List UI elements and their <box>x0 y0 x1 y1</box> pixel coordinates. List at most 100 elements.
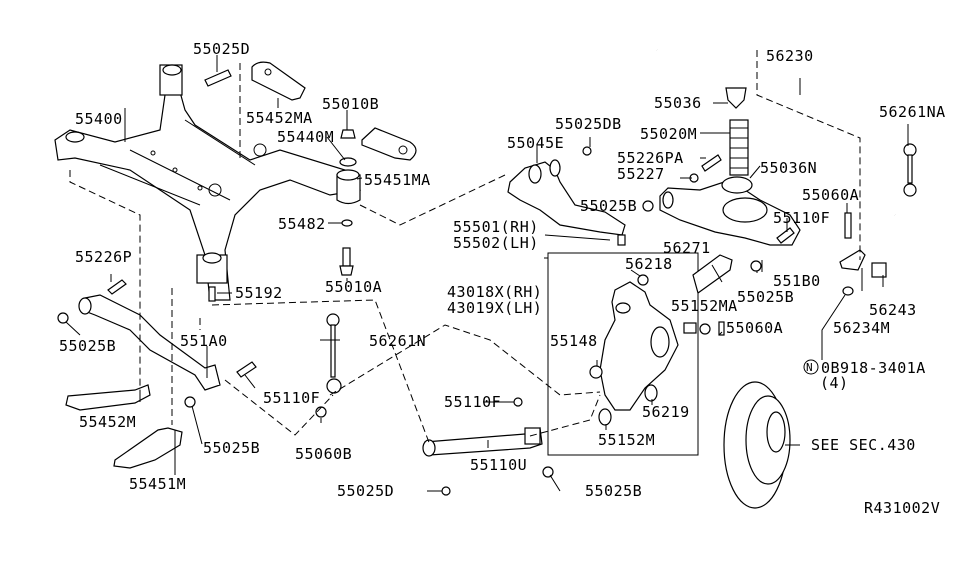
nut-55025b-mid[interactable] <box>642 200 654 212</box>
upper-link-55501[interactable] <box>507 159 626 246</box>
label-56230[interactable]: 56230 <box>766 47 814 65</box>
label-55010a[interactable]: 55010A <box>325 278 383 296</box>
label-55036[interactable]: 55036 <box>654 94 702 112</box>
bracket-55452m[interactable] <box>65 384 151 411</box>
lateral-link-551a0[interactable] <box>78 294 221 391</box>
nut-55010b[interactable] <box>340 129 356 139</box>
label-55110f-right[interactable]: 55110F <box>773 209 831 227</box>
label-see-sec-430[interactable]: SEE SEC.430 <box>811 436 916 454</box>
label-55025d-top[interactable]: 55025D <box>193 40 251 58</box>
nut-55025b-bottom[interactable] <box>542 466 554 478</box>
pin-55192[interactable] <box>208 286 216 302</box>
label-55110u[interactable]: 55110U <box>470 456 528 474</box>
label-55060a-top[interactable]: 55060A <box>802 186 860 204</box>
bolt-55110f-left[interactable] <box>236 361 257 378</box>
label-56243[interactable]: 56243 <box>869 301 917 319</box>
n-symbol <box>803 359 819 375</box>
nut-08918-3401a[interactable] <box>842 286 854 296</box>
label-55148[interactable]: 55148 <box>550 332 598 350</box>
label-551b0[interactable]: 551B0 <box>773 272 821 290</box>
bolt-55110f-mid[interactable] <box>513 397 523 407</box>
label-55192[interactable]: 55192 <box>235 284 283 302</box>
label-55025b-lowleft[interactable]: 55025B <box>203 439 261 457</box>
label-56234m[interactable]: 56234M <box>833 319 891 337</box>
label-56261na[interactable]: 56261NA <box>879 103 946 121</box>
crossmember-bushing[interactable] <box>336 169 361 205</box>
bolt-55060a-low[interactable] <box>718 321 725 336</box>
bump-stopper-55036[interactable] <box>725 87 747 109</box>
label-55440m[interactable]: 55440M <box>277 128 335 146</box>
label-56261n[interactable]: 56261N <box>369 332 427 350</box>
label-56271[interactable]: 56271 <box>663 239 711 257</box>
bracket-55451m[interactable] <box>113 427 183 469</box>
washer-55440m[interactable] <box>339 157 357 167</box>
label-55452m[interactable]: 55452M <box>79 413 137 431</box>
label-55036n[interactable]: 55036N <box>760 159 818 177</box>
spring-seat-55036n[interactable] <box>721 176 753 194</box>
label-55025d-bottom[interactable]: 55025D <box>337 482 395 500</box>
label-55502-lh[interactable]: 55502(LH) <box>453 234 539 252</box>
bolt-55060a-top[interactable] <box>844 212 852 239</box>
label-55110f-left[interactable]: 55110F <box>263 389 321 407</box>
nut-55025b-lowleft[interactable] <box>184 396 196 408</box>
bolt-55025d-bottom[interactable] <box>441 486 451 496</box>
bushing-56243[interactable] <box>871 262 887 278</box>
bushing-56219[interactable] <box>644 384 658 402</box>
label-55451m[interactable]: 55451M <box>129 475 187 493</box>
label-55226p[interactable]: 55226P <box>75 248 133 266</box>
label-55025b-left[interactable]: 55025B <box>59 337 117 355</box>
label-56218[interactable]: 56218 <box>625 255 673 273</box>
label-55501-rh[interactable]: 55501(RH) <box>453 218 539 236</box>
label-56219[interactable]: 56219 <box>642 403 690 421</box>
label-55025b-mid[interactable]: 55025B <box>580 197 638 215</box>
label-55400[interactable]: 55400 <box>75 110 123 128</box>
stabilizer-link-56261na[interactable] <box>903 143 917 197</box>
bolt-55025d-top[interactable] <box>204 69 232 87</box>
bushing-56218[interactable] <box>637 274 649 286</box>
label-55152ma[interactable]: 55152MA <box>671 297 738 315</box>
clamp-56234m[interactable] <box>839 249 866 271</box>
leader-lines <box>65 55 909 492</box>
label-55452ma[interactable]: 55452MA <box>246 109 313 127</box>
label-55025db[interactable]: 55025DB <box>555 115 622 133</box>
bushing-55152ma[interactable] <box>683 322 711 335</box>
stabilizer-bar-56230[interactable] <box>656 49 896 216</box>
label-55060a-low[interactable]: 55060A <box>726 319 784 337</box>
label-55482[interactable]: 55482 <box>278 215 326 233</box>
label-43018x-rh[interactable]: 43018X(RH) <box>447 283 543 301</box>
label-55025b-bottom[interactable]: 55025B <box>585 482 643 500</box>
knuckle-43018x[interactable] <box>599 281 679 411</box>
plate-55452ma[interactable] <box>251 61 306 101</box>
nut-55025b-right[interactable] <box>750 260 762 272</box>
label-55227[interactable]: 55227 <box>617 165 665 183</box>
brake-disc[interactable] <box>723 381 791 509</box>
label-55010b[interactable]: 55010B <box>322 95 380 113</box>
rear-crossmember[interactable] <box>54 64 362 301</box>
bracket-56271[interactable] <box>692 254 733 294</box>
label-55451ma[interactable]: 55451MA <box>364 171 431 189</box>
lower-link-55110u[interactable] <box>422 427 543 457</box>
label-55152m[interactable]: 55152M <box>598 431 656 449</box>
plate-55451ma[interactable] <box>361 127 417 161</box>
bolt-55010a[interactable] <box>339 247 354 276</box>
nut-55025db[interactable] <box>582 146 592 156</box>
label-55060b[interactable]: 55060B <box>295 445 353 463</box>
bushing-55148[interactable] <box>589 365 603 379</box>
label-55020m[interactable]: 55020M <box>640 125 698 143</box>
coil-spring-55020m[interactable] <box>729 119 749 176</box>
lower-arm-551b0[interactable] <box>659 179 801 246</box>
stabilizer-link-56261n[interactable] <box>326 313 342 394</box>
label-55110f-mid[interactable]: 55110F <box>444 393 502 411</box>
label-55226pa[interactable]: 55226PA <box>617 149 684 167</box>
bolt-55110f-right[interactable] <box>776 227 795 244</box>
bolt-55226p[interactable] <box>107 279 127 295</box>
label-08918-3401a[interactable]: 0B918-3401A <box>821 359 926 377</box>
label-55025b-right[interactable]: 55025B <box>737 288 795 306</box>
nut-55025b-left[interactable] <box>57 312 69 324</box>
label-55045e[interactable]: 55045E <box>507 134 565 152</box>
bolt-55226pa[interactable] <box>701 154 722 172</box>
washer-55482[interactable] <box>341 219 353 227</box>
bushing-55152m[interactable] <box>598 408 612 426</box>
label-43019x-lh[interactable]: 43019X(LH) <box>447 299 543 317</box>
label-551a0[interactable]: 551A0 <box>180 332 228 350</box>
